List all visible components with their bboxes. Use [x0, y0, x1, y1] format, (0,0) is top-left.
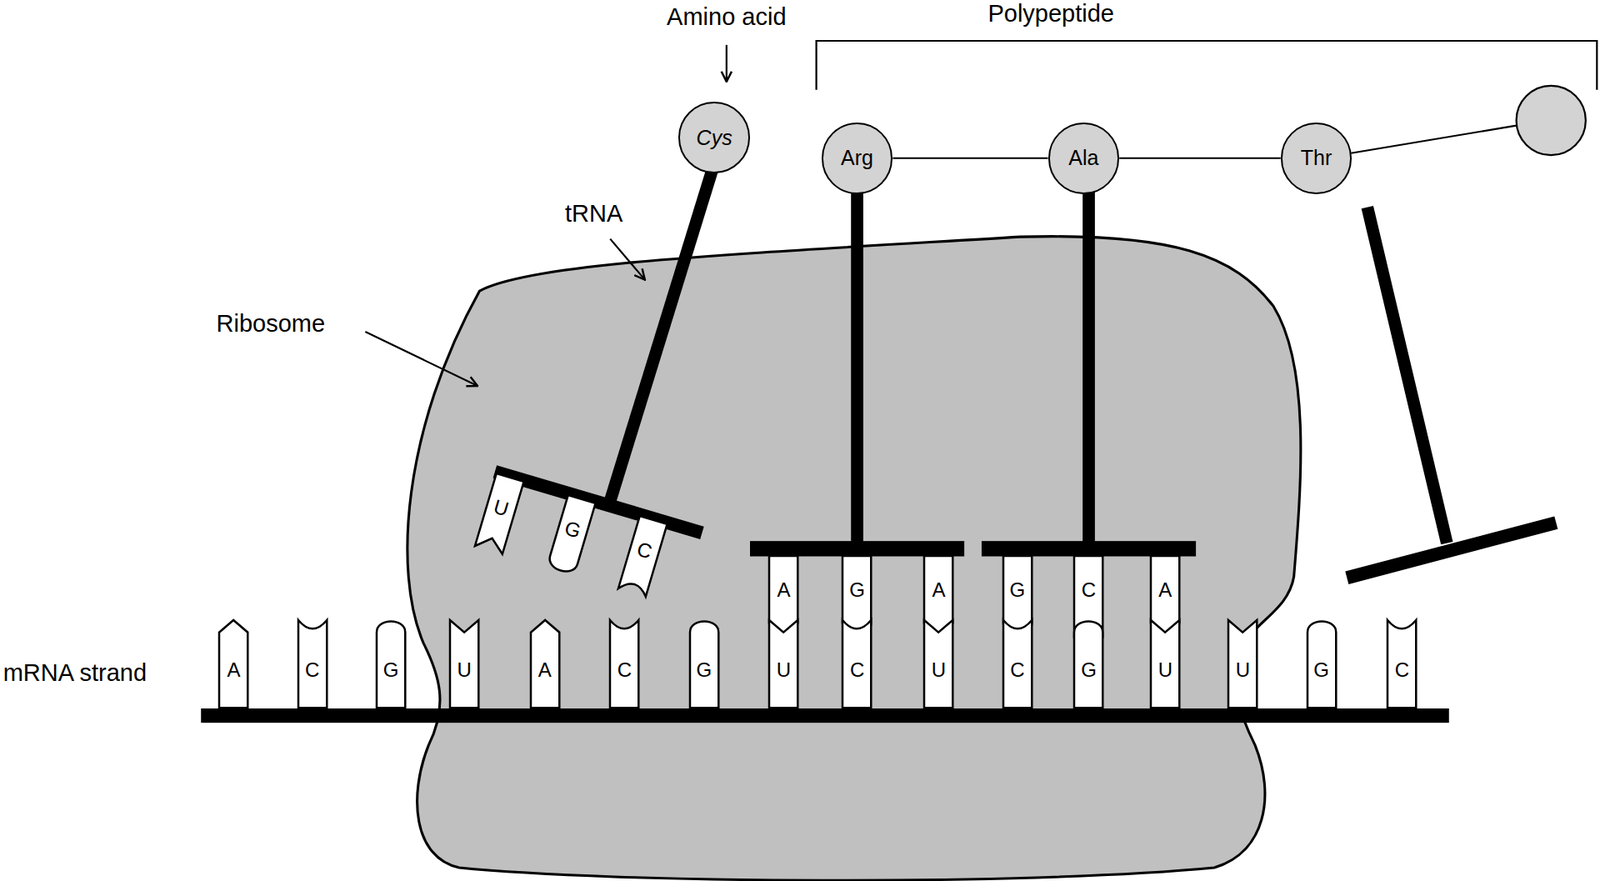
base-letter: C [842, 658, 871, 682]
peptide-bond [892, 157, 1048, 160]
base-letter: G [690, 658, 719, 682]
leader-arrow [610, 239, 645, 280]
mrna-backbone [200, 708, 1450, 723]
codon-base: G [690, 620, 719, 708]
codon-base: U [1228, 620, 1257, 708]
codon-base: A [530, 620, 560, 708]
base-letter: C [1387, 658, 1416, 682]
trna-bar [981, 540, 1196, 556]
amino-acid-circle: Thr [1280, 122, 1353, 195]
part-label: mRNA strand [3, 659, 147, 687]
base-letter: U [924, 658, 953, 682]
base-letter: U [769, 658, 798, 682]
codon-base: G [1307, 620, 1336, 708]
base-letter: G [376, 658, 405, 682]
part-label: Amino acid [666, 3, 786, 31]
base-letter: G [1307, 658, 1336, 682]
part-label: Polypeptide [987, 0, 1115, 28]
base-letter: G [842, 578, 871, 602]
codon-base: U [1150, 620, 1180, 708]
amino-acid-name: Cys [696, 125, 733, 150]
codon-base: C [1387, 620, 1416, 708]
base-letter: A [769, 578, 798, 602]
trna-bar [750, 540, 965, 556]
part-label: tRNA [565, 200, 623, 228]
base-letter: A [924, 578, 953, 602]
amino-acid-circle: Cys [678, 101, 750, 174]
codon-base: C [610, 620, 639, 708]
free-trna-bar [1346, 522, 1556, 578]
free-trna-stem [1367, 207, 1448, 544]
codon-base: G [376, 620, 405, 708]
amino-acid-name: Arg [840, 145, 874, 170]
codon-base: U [450, 620, 479, 708]
codon-base: C [842, 620, 871, 708]
trna-stem [608, 163, 715, 508]
peptide-bond [1119, 157, 1280, 160]
codon-base: C [1003, 620, 1032, 708]
trna-stem [1082, 178, 1095, 544]
amino-acid-name: Thr [1300, 145, 1333, 170]
amino-acid-name: Ala [1068, 145, 1099, 170]
base-letter: G [1074, 658, 1103, 682]
base-letter: U [1228, 658, 1257, 682]
base-letter: A [530, 658, 560, 682]
leader-arrow [365, 331, 478, 386]
leader-arrow [725, 45, 728, 82]
trna-stem [850, 178, 864, 544]
base-letter: C [1074, 578, 1103, 602]
base-letter: U [1150, 658, 1180, 682]
base-letter: U [450, 658, 479, 682]
codon-base: U [769, 620, 798, 708]
codon-base: G [1074, 620, 1103, 708]
base-letter: C [298, 658, 327, 682]
part-label: Ribosome [216, 310, 326, 338]
amino-acid-circle: Arg [821, 122, 894, 195]
base-letter: G [1003, 578, 1032, 602]
base-letter: A [1150, 578, 1180, 602]
amino-acid-circle [1516, 85, 1586, 155]
peptide-bond [1350, 125, 1516, 154]
base-letter: A [219, 658, 248, 682]
codon-base: C [298, 620, 327, 708]
polypeptide-bracket [816, 40, 1598, 90]
base-letter: C [610, 658, 639, 682]
anticodon-base: U [475, 473, 525, 555]
amino-acid-circle: Ala [1048, 122, 1120, 195]
codon-base: A [219, 620, 248, 708]
codon-base: U [924, 620, 953, 708]
trna-bar [495, 471, 703, 533]
anticodon-base: G [546, 495, 596, 576]
base-letter: C [1003, 658, 1032, 682]
anticodon-base: C [617, 516, 667, 598]
